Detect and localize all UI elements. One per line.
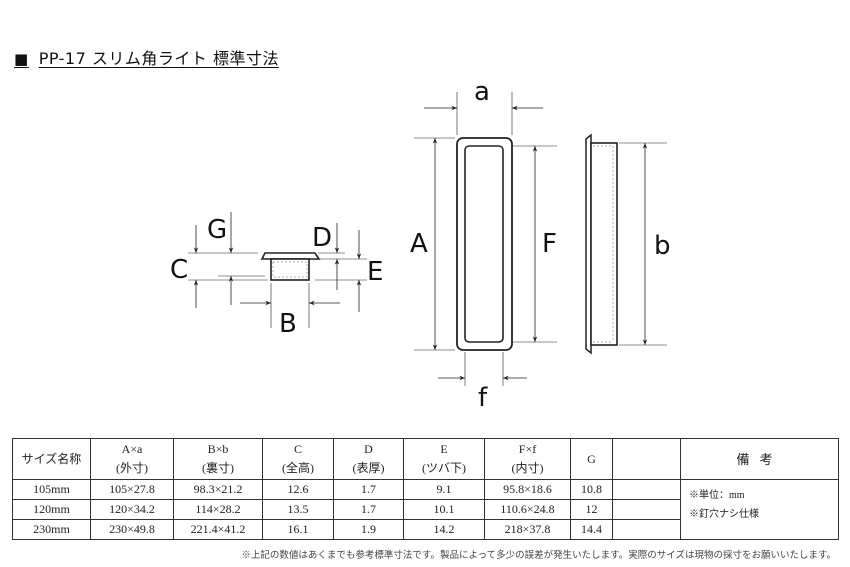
label-C: C [170, 255, 188, 285]
cross-section-view: G C D E B [170, 212, 383, 339]
header-cell: A×a (外寸) [90, 438, 174, 480]
header-text: A×a [121, 442, 143, 456]
header-text: (内寸) [511, 461, 544, 475]
header-text: D [364, 442, 373, 456]
spec-table: サイズ名称 A×a (外寸) B×b (裏寸) C (全高) D (表厚) E (ツバ下) F×f (内… [12, 438, 839, 540]
table-cell: 12 [570, 499, 613, 520]
header-text: B×b [207, 442, 229, 456]
remarks-header: 備考 [680, 438, 839, 480]
square-bullet-icon: ■ [14, 50, 29, 68]
table-header-row: サイズ名称 A×a (外寸) B×b (裏寸) C (全高) D (表厚) E (ツバ下) F×f (内… [12, 438, 839, 480]
table-cell: 221.4×41.2 [173, 519, 263, 540]
header-cell [612, 438, 681, 480]
table-cell [612, 519, 681, 540]
table-cell: 120mm [12, 499, 91, 520]
table-cell: 105mm [12, 479, 91, 500]
header-cell: E (ツバ下) [403, 438, 485, 480]
header-text: G [587, 451, 596, 466]
page-title: ■ PP-17 スリム角ライト 標準寸法 [14, 45, 279, 69]
footnote: ※上記の数値はあくまでも参考標準寸法です。製品によって多少の誤差が発生いたします… [241, 550, 836, 561]
header-text: (外寸) [116, 461, 148, 475]
remark-text: ※釘穴ナシ仕様 [689, 509, 759, 520]
label-b: b [654, 231, 671, 261]
table-cell: 14.4 [570, 519, 613, 540]
table-cell: 230×49.8 [90, 519, 174, 540]
header-text: F×f [518, 442, 537, 456]
label-G: G [207, 215, 227, 245]
table-cell: 10.8 [570, 479, 613, 500]
header-cell: G [570, 438, 613, 480]
table-cell: 13.5 [262, 499, 334, 520]
table-cell: 14.2 [403, 519, 485, 540]
label-E: E [367, 257, 383, 287]
table-cell [612, 479, 681, 500]
table-cell: 110.6×24.8 [484, 499, 571, 520]
header-text: C [293, 442, 302, 456]
remarks-cell: ※単位：mm ※釘穴ナシ仕様 [680, 479, 839, 540]
header-cell: D (表厚) [333, 438, 404, 480]
header-text: (表厚) [352, 461, 385, 475]
table-cell: 12.6 [262, 479, 334, 500]
header-text: (裏寸) [202, 461, 234, 475]
table-cell: 95.8×18.6 [484, 479, 571, 500]
header-cell: サイズ名称 [12, 438, 91, 480]
table-cell: 105×27.8 [90, 479, 174, 500]
table-cell: 98.3×21.2 [173, 479, 263, 500]
dimension-diagram: G C D E B a A F f [170, 77, 671, 413]
header-text: (全高) [282, 461, 314, 475]
table-cell: 1.7 [333, 479, 404, 500]
label-D: D [312, 223, 332, 253]
label-B: B [279, 309, 297, 339]
header-text: サイズ名称 [21, 451, 82, 466]
header-cell: B×b (裏寸) [173, 438, 263, 480]
remark-text: ※単位：mm [689, 490, 745, 501]
label-F: F [542, 229, 557, 259]
label-A: A [410, 229, 428, 259]
table-cell: 230mm [12, 519, 91, 540]
table-cell: 9.1 [403, 479, 485, 500]
header-cell: C (全高) [262, 438, 334, 480]
header-text: E [440, 442, 448, 456]
side-view: b [585, 133, 671, 355]
label-a: a [474, 77, 490, 107]
table-cell: 218×37.8 [484, 519, 571, 540]
header-cell: F×f (内寸) [484, 438, 571, 480]
table-cell: 114×28.2 [173, 499, 263, 520]
label-f: f [478, 383, 488, 413]
table-cell: 1.7 [333, 499, 404, 520]
table-cell: 120×34.2 [90, 499, 174, 520]
table-cell: 10.1 [403, 499, 485, 520]
page-title-text: PP-17 スリム角ライト 標準寸法 [38, 49, 279, 68]
table-cell [612, 499, 681, 520]
table-cell: 16.1 [262, 519, 334, 540]
header-text: (ツバ下) [422, 461, 466, 475]
table-cell: 1.9 [333, 519, 404, 540]
front-view: a A F f [410, 77, 557, 413]
